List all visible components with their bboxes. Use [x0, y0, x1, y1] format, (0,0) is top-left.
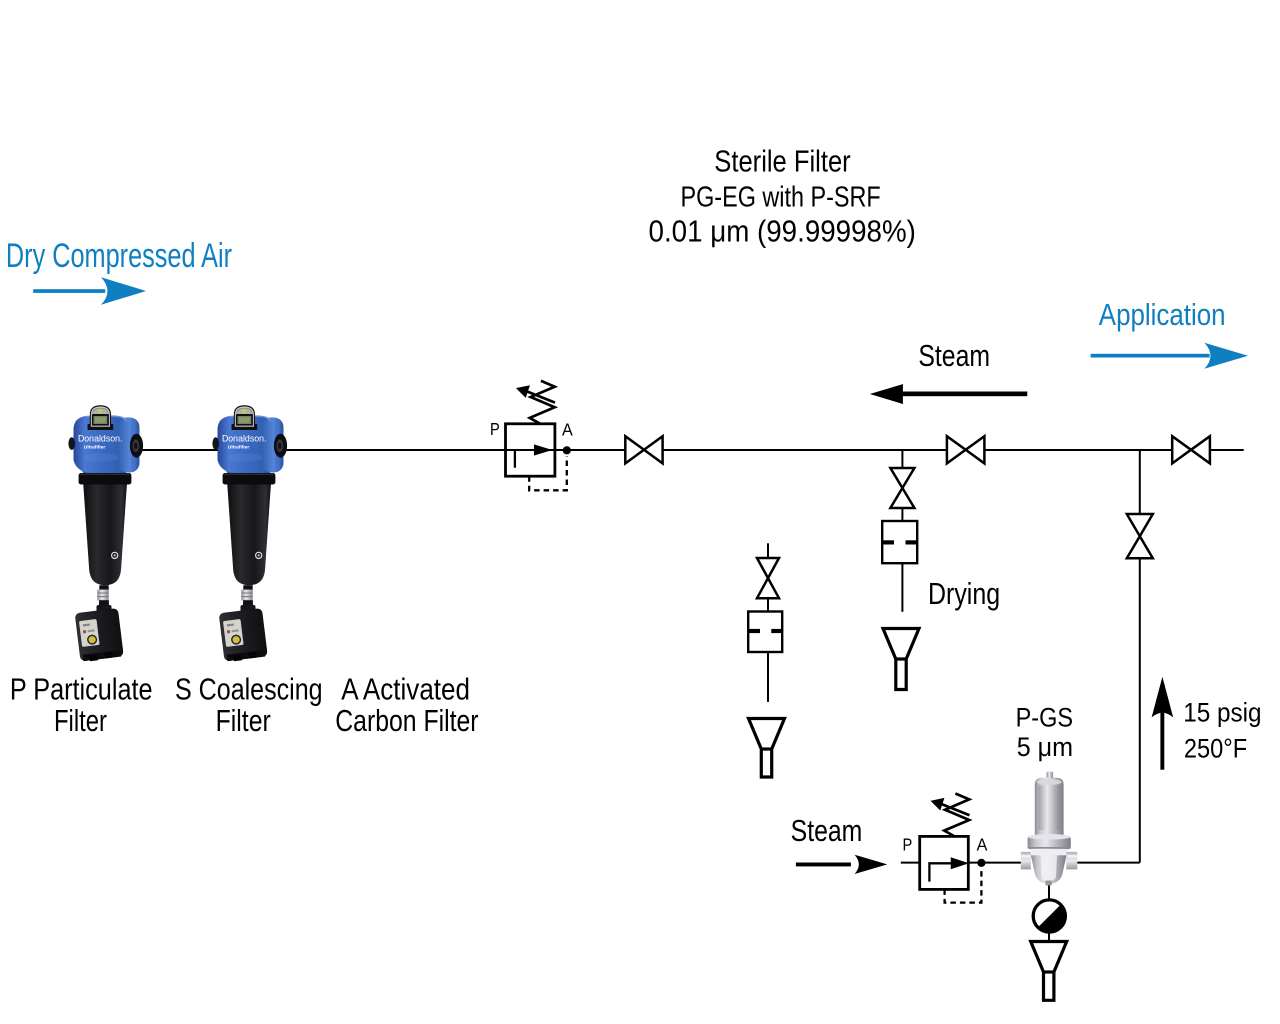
- svg-text:P: P: [903, 835, 913, 854]
- svg-text:Steam: Steam: [918, 338, 990, 372]
- svg-text:250°F: 250°F: [1184, 734, 1247, 764]
- svg-text:Sterile Filter: Sterile Filter: [714, 144, 850, 179]
- svg-text:PG-EG with P-SRF: PG-EG with P-SRF: [680, 180, 880, 213]
- svg-text:Drying: Drying: [928, 576, 1000, 610]
- svg-text:Steam: Steam: [791, 813, 863, 847]
- svg-text:Application: Application: [1099, 298, 1226, 333]
- svg-text:P-GS: P-GS: [1016, 703, 1073, 733]
- svg-text:P: P: [490, 420, 500, 439]
- svg-text:Carbon Filter: Carbon Filter: [335, 704, 478, 738]
- svg-text:A: A: [977, 835, 989, 855]
- svg-text:0.01 μm (99.99998%): 0.01 μm (99.99998%): [649, 214, 916, 249]
- svg-text:15 psig: 15 psig: [1183, 698, 1261, 727]
- svg-text:5 μm: 5 μm: [1017, 731, 1073, 762]
- svg-text:P Particulate: P Particulate: [10, 671, 153, 706]
- svg-text:S Coalescing: S Coalescing: [175, 671, 323, 706]
- svg-text:Filter: Filter: [54, 703, 107, 738]
- svg-text:A: A: [562, 420, 574, 440]
- svg-text:A Activated: A Activated: [341, 672, 470, 707]
- svg-text:Filter: Filter: [216, 704, 271, 738]
- svg-text:Dry Compressed Air: Dry Compressed Air: [6, 237, 232, 275]
